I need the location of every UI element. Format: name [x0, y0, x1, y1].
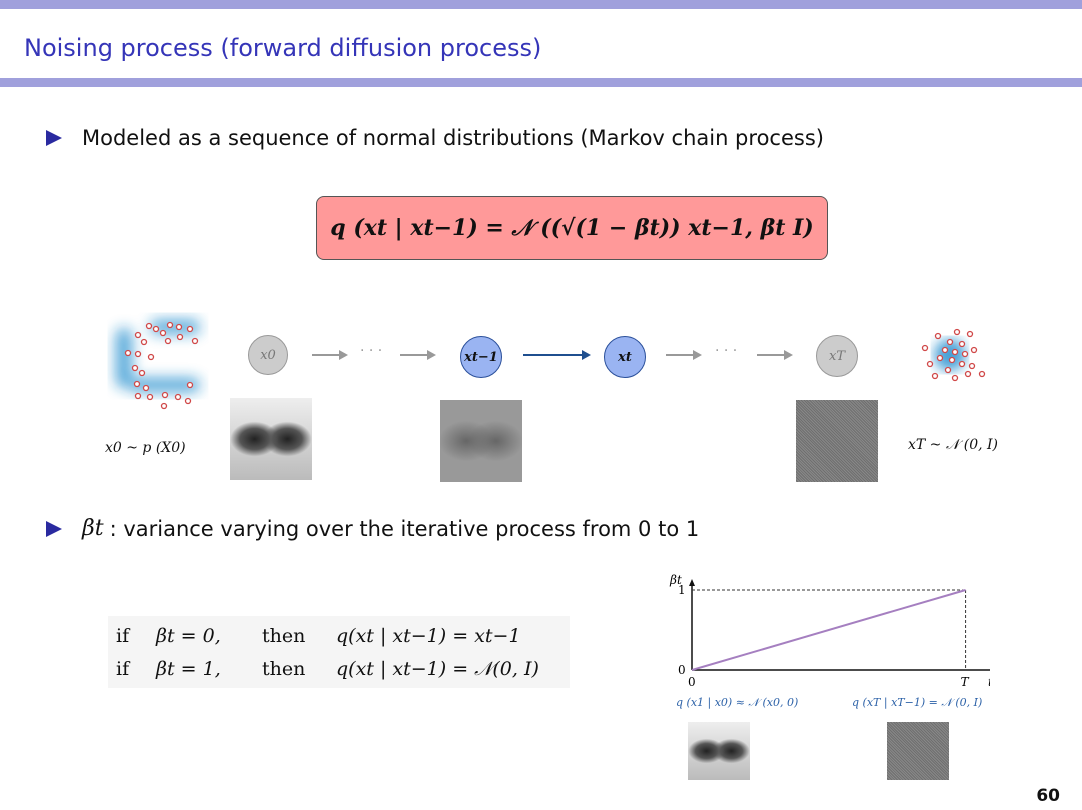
beta-series-line: [691, 589, 966, 671]
case-condition: βt = 1,: [156, 658, 221, 680]
y-axis-label: βt: [669, 574, 682, 587]
ellipsis: · · ·: [715, 343, 738, 359]
slide-title: Noising process (forward diffusion proce…: [24, 34, 542, 62]
x-tick-label: 0: [688, 675, 696, 689]
case-row: if βt = 0, then q(xt | xt−1) = xt−1: [116, 620, 562, 653]
case-if: if: [116, 658, 130, 680]
node-xt: xt: [604, 336, 646, 378]
bullet-triangle-icon: [46, 130, 62, 146]
case-result: q(xt | xt−1) = xt−1: [336, 625, 521, 647]
arrow-icon: [666, 350, 702, 360]
beta-schedule-chart: 010Ttβt: [669, 574, 990, 689]
arrow-icon: [400, 350, 436, 360]
top-accent-bar: [0, 0, 1082, 9]
case-result: q(xt | xt−1) = 𝒩(0, I): [336, 658, 539, 680]
beta-symbol: βt: [82, 516, 104, 541]
beta-cases: if βt = 0, then q(xt | xt−1) = xt−1 if βt = …: [108, 616, 570, 688]
case-row: if βt = 1, then q(xt | xt−1) = 𝒩(0, I): [116, 653, 562, 686]
case-condition: βt = 0,: [156, 625, 221, 647]
node-xt-minus-1: xt−1: [460, 336, 502, 378]
xray-thumbnail-clean: [688, 722, 750, 780]
bullet-text: : variance varying over the iterative pr…: [109, 516, 700, 541]
bullet-triangle-icon: [46, 520, 62, 537]
xray-image-pure-noise: [796, 400, 878, 482]
bullet-1: Modeled as a sequence of normal distribu…: [46, 126, 824, 150]
noise-distribution-scatter: [921, 328, 986, 382]
xray-thumbnail-noise: [887, 722, 949, 780]
xray-image-clean: [230, 398, 312, 480]
title-underline-bar: [0, 78, 1082, 87]
arrow-icon: [757, 350, 793, 360]
case-then: then: [262, 658, 306, 680]
node-x0: x0: [248, 335, 288, 375]
x-axis-label: t: [988, 675, 990, 689]
left-distribution-label: x0 ~ p (X0): [105, 440, 186, 456]
y-axis-arrow-icon: [689, 579, 695, 586]
arrow-icon: [312, 350, 348, 360]
chart-annotation-start: q (x1 | x0) ≈ 𝒩 (x0, 0): [676, 696, 799, 709]
xray-image-partially-noised: [440, 400, 522, 482]
x-tick-label: T: [961, 675, 970, 689]
case-then: then: [262, 625, 306, 647]
page-number: 60: [1036, 786, 1060, 806]
bullet-text: Modeled as a sequence of normal distribu…: [82, 126, 824, 150]
forward-formula: q (xt | xt−1) = 𝒩 ((√(1 − βt)) xt−1, βt …: [316, 196, 828, 260]
right-distribution-label: xT ~ 𝒩 (0, I): [908, 437, 998, 453]
case-if: if: [116, 625, 130, 647]
bullet-2: βt : variance varying over the iterative…: [46, 516, 699, 541]
node-xT: xT: [816, 335, 858, 377]
data-distribution-scatter: [116, 320, 200, 410]
ellipsis: · · ·: [360, 343, 383, 359]
y-tick-label: 0: [678, 663, 686, 677]
transition-arrow-icon: [523, 350, 591, 360]
y-tick-label: 1: [678, 583, 686, 597]
chart-annotation-end: q (xT | xT−1) = 𝒩 (0, I): [852, 696, 983, 709]
